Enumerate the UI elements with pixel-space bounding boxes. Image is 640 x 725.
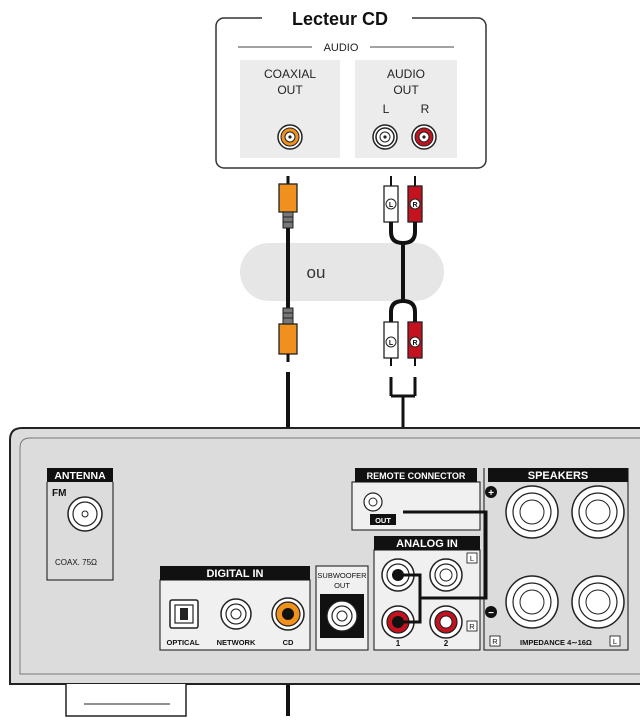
antenna-title: ANTENNA (54, 470, 106, 482)
digital-in-title: DIGITAL IN (206, 568, 263, 580)
cd-coaxial-in-jack (271, 597, 305, 631)
analog-input-1-label: 1 (396, 639, 401, 648)
speaker-terminal-right-minus (505, 575, 559, 629)
speaker-terminal-left-minus (571, 575, 625, 629)
coaxial-out-label: OUT (277, 83, 303, 97)
network-label: NETWORK (217, 638, 256, 647)
network-jack (220, 598, 252, 630)
cd-player-panel: Lecteur CD AUDIO COAXIAL OUT AUDIO OUT L… (215, 8, 487, 169)
remote-connector-title: REMOTE CONNECTOR (367, 471, 466, 481)
digital-in-section: DIGITAL IN OPTICAL NETWORK CD (159, 566, 311, 651)
analog-r-marker: R (469, 622, 475, 631)
speakers-section: SPEAKERS + − (483, 468, 629, 651)
audio-out-jack-right (411, 124, 437, 150)
audio-label: AUDIO (324, 42, 359, 54)
bottom-plug-right-label: R (412, 340, 417, 347)
analog-in-section: ANALOG IN L R (373, 536, 481, 651)
coax-label: COAX. 75Ω (55, 558, 97, 567)
top-plug-left-label: L (389, 202, 394, 209)
rca-cable: L R L R (383, 176, 423, 512)
plus-marker: + (488, 488, 494, 499)
subwoofer-out-section: SUBWOOFER OUT (315, 565, 369, 651)
audio-out-label-1: AUDIO (387, 67, 425, 81)
cd-player-title: Lecteur CD (292, 9, 388, 29)
coaxial-label: COAXIAL (264, 67, 316, 81)
rca-cable-routing (398, 510, 488, 624)
audio-out-block (355, 60, 457, 158)
subwoofer-label: SUBWOOFER (317, 571, 367, 580)
impedance-r-marker: R (492, 637, 498, 646)
channel-r-label: R (421, 102, 430, 116)
top-plug-right-label: R (412, 202, 417, 209)
analog-in-2-right-jack (429, 605, 463, 639)
receiver-foot (65, 684, 187, 717)
channel-l-label: L (383, 102, 390, 116)
impedance-l-marker: L (613, 637, 617, 646)
audio-out-label-2: OUT (393, 83, 419, 97)
analog-l-marker: L (470, 554, 474, 563)
receiver-back-panel: ANTENNA FM COAX. 75Ω DIGITAL IN OPTICAL (9, 427, 640, 717)
receiver-inner-edge (19, 437, 640, 675)
speaker-terminal-left-plus (571, 485, 625, 539)
bottom-plug-left-label: L (389, 340, 394, 347)
audio-out-jack-left (372, 124, 398, 150)
impedance-label: IMPEDANCE 4∼16Ω (520, 638, 592, 647)
alternative-band (240, 243, 444, 301)
remote-out-label: OUT (375, 516, 391, 525)
antenna-section: ANTENNA FM COAX. 75Ω (46, 468, 114, 581)
optical-jack (169, 599, 199, 629)
optical-label: OPTICAL (167, 638, 200, 647)
cd-label: CD (283, 638, 294, 647)
analog-input-2-label: 2 (444, 639, 449, 648)
speaker-terminal-right-plus (505, 485, 559, 539)
remote-connector-section: REMOTE CONNECTOR OUT (351, 468, 481, 531)
subwoofer-out-label: OUT (334, 581, 350, 590)
speakers-title: SPEAKERS (528, 470, 589, 482)
analog-in-2-left-jack (429, 558, 463, 592)
analog-in-title: ANALOG IN (396, 538, 458, 550)
alternative-label: ou (307, 263, 326, 282)
coaxial-out-jack (277, 124, 303, 150)
fm-label: FM (52, 488, 66, 499)
minus-marker: − (488, 608, 494, 619)
fm-antenna-jack (67, 496, 103, 532)
cd-player-title-bg (262, 8, 412, 30)
